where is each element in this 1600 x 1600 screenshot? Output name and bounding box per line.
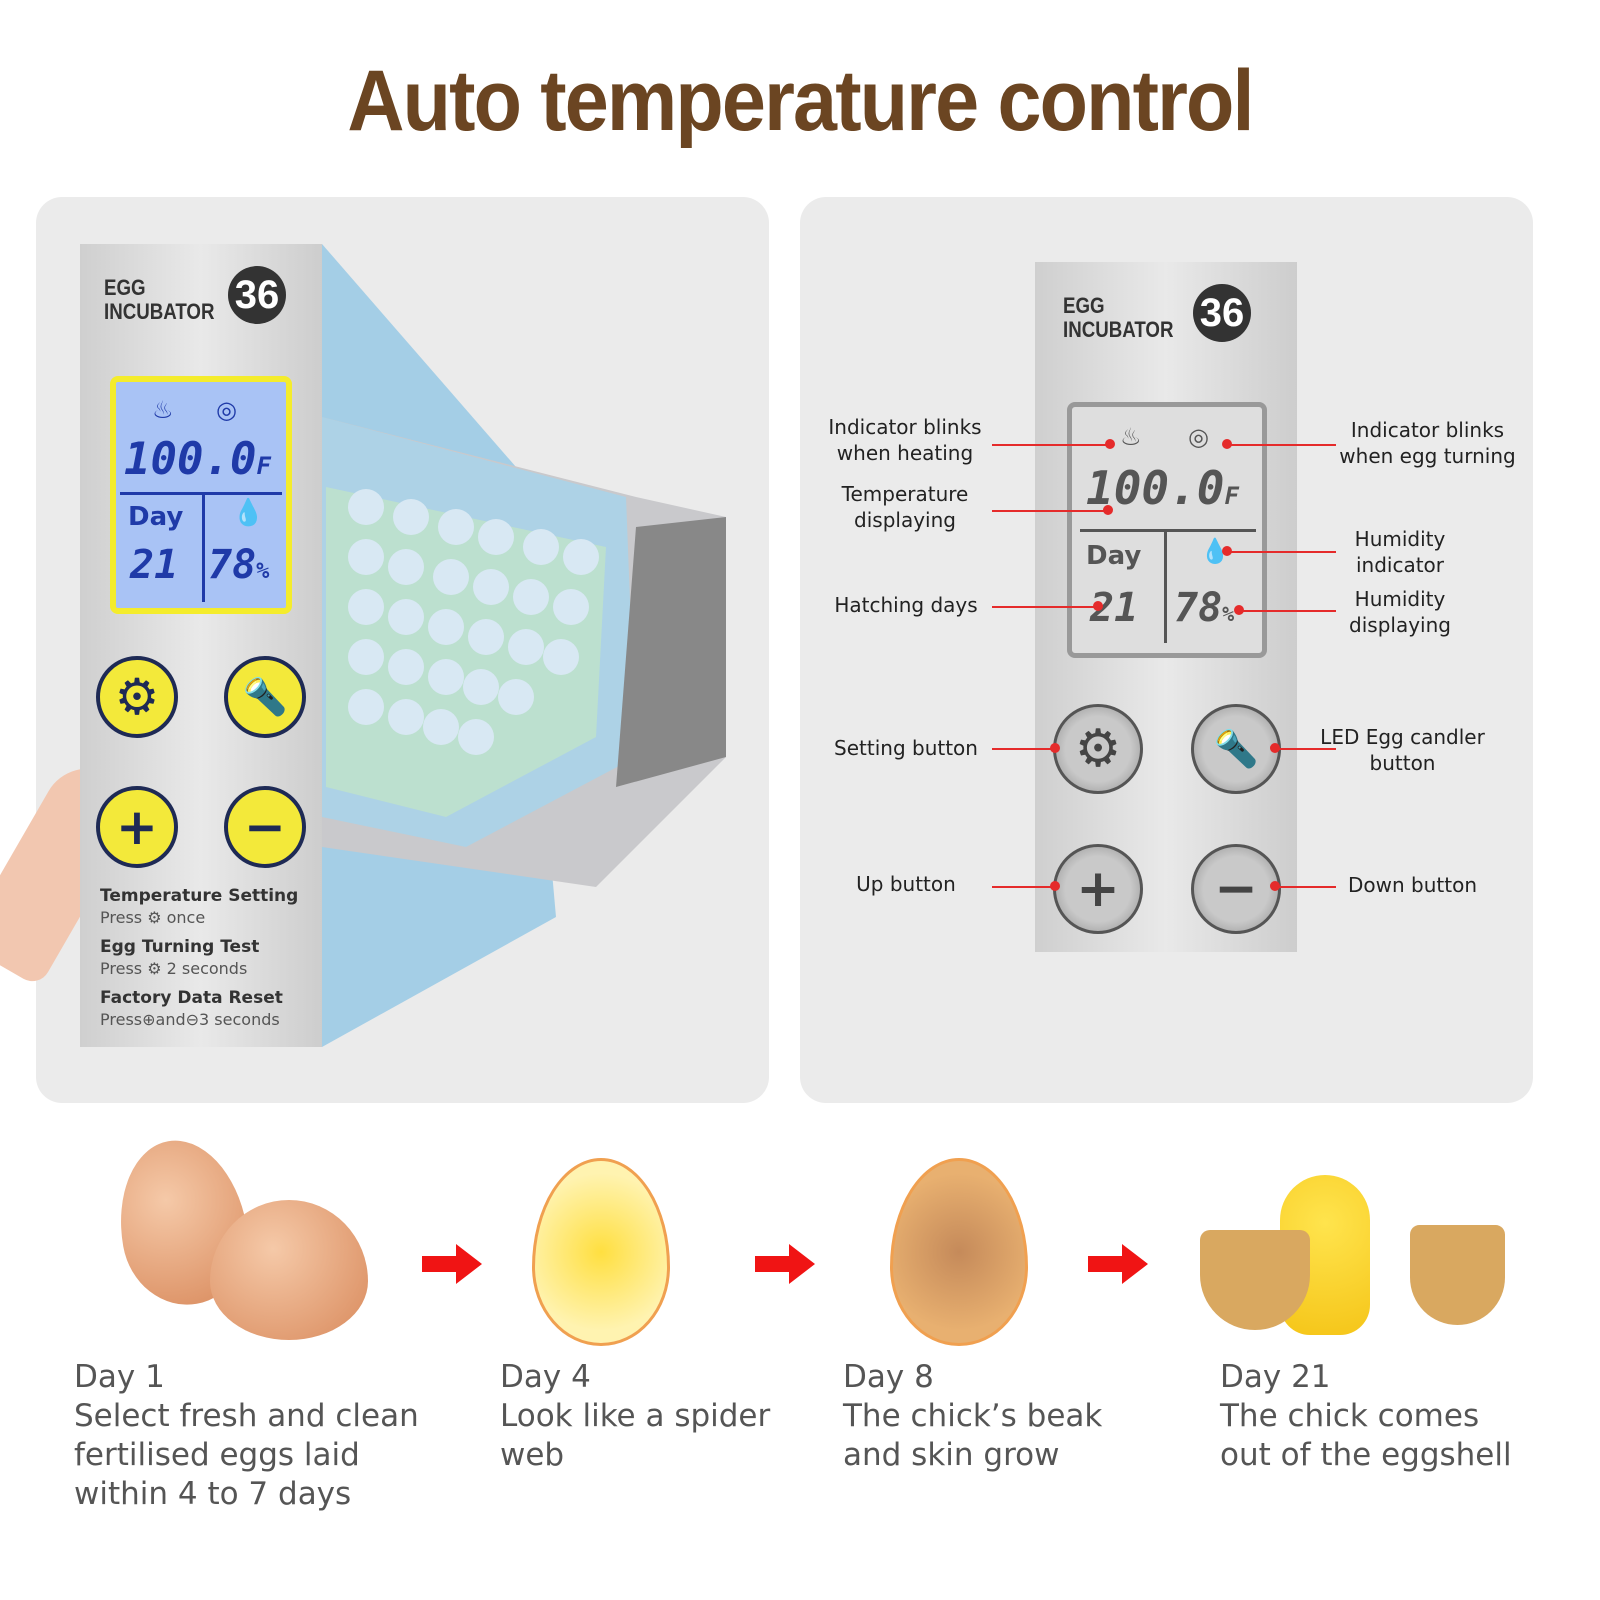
callout-setting: Setting button: [834, 736, 978, 760]
brand-badge: 36: [228, 266, 286, 324]
embryo-day8-image: [890, 1158, 1028, 1346]
callout-hatching-days: Hatching days: [834, 593, 978, 617]
up-button[interactable]: +: [96, 786, 178, 868]
incubator-illustration: [322, 244, 726, 1047]
callout-down: Down button: [1348, 873, 1477, 897]
lcd-display: ♨ ◎ 100.0F Day 💧 21 78%: [1067, 402, 1267, 658]
heating-icon: ♨: [152, 396, 174, 424]
callout-up: Up button: [856, 872, 956, 896]
down-button[interactable]: −: [1191, 844, 1281, 934]
eggshell-image: [1410, 1225, 1505, 1325]
setting-button[interactable]: ⚙: [96, 656, 178, 738]
callout-turning: Indicator blinks when egg turning: [1339, 418, 1516, 468]
egg-turning-icon: ◎: [1188, 423, 1209, 451]
plus-icon: +: [1076, 859, 1120, 919]
arrow-right-icon: [755, 1244, 815, 1284]
day-value: 21: [130, 542, 179, 588]
page-title: Auto temperature control: [347, 53, 1254, 149]
heating-icon: ♨: [1120, 423, 1142, 451]
up-button[interactable]: +: [1053, 844, 1143, 934]
candler-button[interactable]: 🔦: [224, 656, 306, 738]
gear-icon: ⚙: [1074, 719, 1122, 779]
plus-icon: +: [116, 798, 158, 856]
day-label: Day: [128, 502, 184, 532]
humidity-drop-icon: 💧: [232, 498, 265, 528]
minus-icon: −: [1214, 859, 1258, 919]
callout-humidity-display: Humidity displaying: [1349, 587, 1451, 637]
brand-badge: 36: [1193, 284, 1251, 342]
flashlight-icon: 🔦: [1213, 729, 1259, 770]
callout-candler: LED Egg candler button: [1320, 725, 1485, 775]
callout-heating: Indicator blinks when heating: [828, 415, 982, 465]
temp-unit: F: [256, 452, 271, 480]
lcd-display: ♨ ◎ 100.0F Day 💧 21 78%: [110, 376, 292, 614]
down-button[interactable]: −: [224, 786, 306, 868]
arrow-right-icon: [422, 1244, 482, 1284]
temperature-value: 100.0: [124, 434, 257, 485]
embryo-day4-image: [532, 1158, 670, 1346]
setting-button[interactable]: ⚙: [1053, 704, 1143, 794]
callout-humidity-indicator: Humidity indicator: [1354, 527, 1446, 577]
flashlight-icon: 🔦: [242, 677, 288, 718]
egg-turning-icon: ◎: [216, 396, 237, 424]
candler-button[interactable]: 🔦: [1191, 704, 1281, 794]
minus-icon: −: [244, 798, 286, 856]
humidity-value: 78: [208, 542, 257, 588]
callout-temperature: Temperature displaying: [841, 482, 969, 532]
gear-icon: ⚙: [114, 668, 160, 726]
egg-image: [210, 1200, 368, 1340]
arrow-right-icon: [1088, 1244, 1148, 1284]
eggshell-image: [1200, 1230, 1310, 1330]
